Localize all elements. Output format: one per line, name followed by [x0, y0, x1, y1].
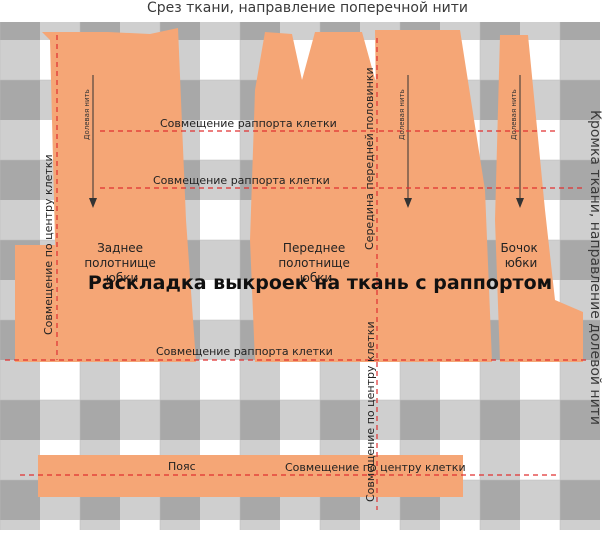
- grain-arrowhead-front: [404, 198, 412, 208]
- back-skirt-piece-ext: [15, 245, 58, 362]
- right-edge-title: Кромка ткани, направление долевой нити: [587, 110, 603, 425]
- belt-label: Пояс: [168, 460, 196, 473]
- back-skirt-label: Заднее полотнище юбки: [84, 241, 159, 285]
- center-label-front: Середина передней половинки: [363, 67, 376, 250]
- center-label-bottom: Совмещение по центру клетки: [364, 321, 377, 502]
- grain-label-back: Долевая нить: [83, 89, 91, 140]
- side-piece: [375, 30, 492, 362]
- rapport-label-2: Совмещение раппорта клетки: [153, 174, 330, 187]
- side-skirt-piece: [495, 35, 583, 362]
- grain-label-front: Долевая нить: [398, 89, 406, 140]
- front-skirt-label: Переднее полотнище юбки: [278, 241, 353, 285]
- rapport-label-3: Совмещение раппорта клетки: [156, 345, 333, 358]
- center-label-left: Совмещение по центру клетки: [42, 154, 55, 335]
- diagram-banner: Раскладка выкроек на ткань с раппортом: [87, 272, 553, 294]
- side-skirt-label: Бочок юбки: [500, 241, 541, 270]
- belt-center-label: Совмещение по центру клетки: [285, 461, 466, 474]
- grain-arrowhead-back: [89, 198, 97, 208]
- front-skirt-piece: [250, 32, 380, 362]
- top-edge-title: Срез ткани, направление поперечной нити: [146, 0, 469, 16]
- grain-arrowhead-side: [516, 198, 524, 208]
- grain-label-side: Долевая нить: [510, 89, 518, 140]
- belt-piece: [38, 455, 463, 497]
- back-skirt-piece: [42, 28, 196, 362]
- rapport-label-1: Совмещение раппорта клетки: [160, 117, 337, 130]
